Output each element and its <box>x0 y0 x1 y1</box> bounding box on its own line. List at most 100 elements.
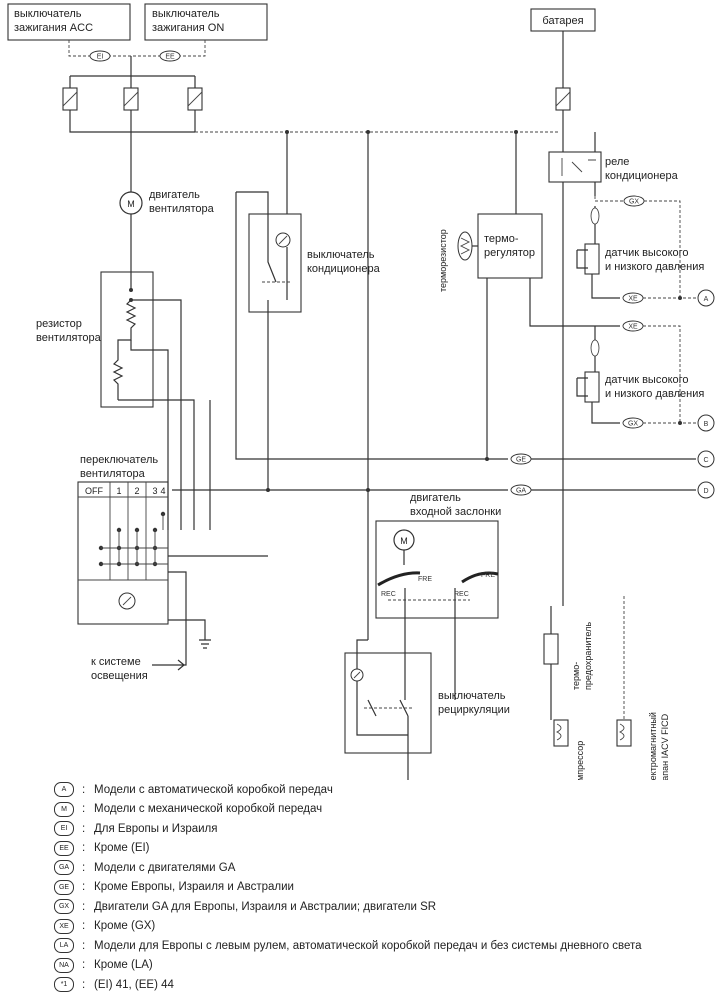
tag-ga: GA <box>516 488 526 495</box>
svg-text:M: M <box>127 199 135 209</box>
legend-symbol-text: EE <box>54 840 74 856</box>
wiring-diagram: выключатель зажигания ACC выключатель за… <box>7 3 715 780</box>
connector-b-text: B <box>704 421 709 428</box>
ac-switch-label-1: выключатель <box>307 249 375 261</box>
legend-row: GA:Модели с двигателями GA <box>46 858 706 878</box>
legend-separator: : <box>82 881 86 894</box>
intake-motor-box <box>375 520 499 619</box>
legend-text: Модели с двигателями GA <box>94 861 236 874</box>
connector-a-text: A <box>704 296 709 303</box>
fan-switch-label-2: вентилятора <box>80 468 146 480</box>
legend-row: LA: Модели для Европы с левым рулем, авто… <box>46 936 706 956</box>
legend-symbol-text: LA <box>54 938 74 954</box>
thermo-fuse-label-1: термо- <box>571 662 581 690</box>
thermo-fuse-icon <box>543 633 559 665</box>
iacv-label-2: клапан IACV FICD <box>660 713 670 780</box>
legend-symbol-text: M <box>54 801 74 817</box>
legend-symbol: EI <box>46 821 82 837</box>
thermostat-label-1: термо- <box>484 233 519 245</box>
intake-motor-label-2: входной заслонки <box>410 506 501 518</box>
legend-separator: : <box>82 900 86 913</box>
legend-row: M: Модели с механической коробкой передач <box>46 800 706 820</box>
to-lighting-label-2: освещения <box>91 670 148 682</box>
legend-separator: : <box>82 842 86 855</box>
fan-pos-2: 2 <box>134 486 139 496</box>
fan-switch-label-1: переключатель <box>80 454 158 466</box>
pressure-sensor-2-label-1: датчик высокого <box>605 374 689 386</box>
ignition-on-label-1: выключатель <box>152 8 220 20</box>
legend-text: Кроме (EI) <box>94 842 150 855</box>
fre-label-2: FRE <box>481 572 495 579</box>
legend-symbol: A <box>46 782 82 798</box>
fan-pos-off: OFF <box>85 486 103 496</box>
legend-text: Кроме (LA) <box>94 959 153 972</box>
iacv-valve-icon <box>616 719 632 747</box>
rec-label-1: REC <box>381 591 396 598</box>
fan-pos-3: 3 <box>152 486 157 496</box>
connector-b <box>697 414 715 432</box>
legend-symbol: LA <box>46 938 82 954</box>
intake-motor-label-1: двигатель <box>410 492 461 504</box>
legend-symbol-text: NA <box>54 957 74 973</box>
legend-separator: : <box>82 803 86 816</box>
legend-symbol-text: A <box>54 782 74 798</box>
thermistor-label: терморезистор <box>438 229 448 292</box>
legend-symbol-text: GA <box>54 860 74 876</box>
fuse-icon <box>62 87 203 111</box>
legend-row: GE:Кроме Европы, Израиля и Австралии <box>46 878 706 898</box>
legend-symbol-text: GX <box>54 899 74 915</box>
legend-row: GX: Двигатели GA для Европы, Израиля и Ав… <box>46 897 706 917</box>
fan-pos-1: 1 <box>116 486 121 496</box>
connector-a <box>697 289 715 307</box>
legend-row: NA: Кроме (LA) <box>46 956 706 976</box>
tag-xe-1: XE <box>628 296 638 303</box>
tag-ei-text: EI <box>97 54 104 61</box>
recirc-switch-box <box>344 652 432 754</box>
tag-xe-2: XE <box>628 324 638 331</box>
tag-ee <box>159 50 181 62</box>
blower-resistor-label-1: резистор <box>36 318 82 330</box>
pressure-sensor-1-label-2: и низкого давления <box>605 261 704 273</box>
ignition-acc-label-1: выключатель <box>14 8 82 20</box>
legend-symbol-text: XE <box>54 918 74 934</box>
legend-text: Для Европы и Израиля <box>94 822 218 835</box>
thermostat-label-2: регулятор <box>484 247 535 259</box>
blower-motor-label-2: вентилятора <box>149 203 215 215</box>
legend-text: Кроме (GX) <box>94 920 156 933</box>
legend-text: Модели с механической коробкой передач <box>94 803 323 816</box>
legend-text: Модели для Европы с левым рулем, автомат… <box>94 939 642 952</box>
legend-text: Двигатели GA для Европы, Израиля и Австр… <box>94 900 437 913</box>
ignition-acc-label-2: зажигания ACC <box>14 22 93 34</box>
legend-separator: : <box>82 939 86 952</box>
fre-label-1: FRE <box>418 576 432 583</box>
svg-text:M: M <box>400 536 408 546</box>
recirc-switch-label-1: выключатель <box>438 690 506 702</box>
blower-resistor-box <box>100 271 154 408</box>
legend-separator: : <box>82 978 86 991</box>
blower-motor-label-1: двигатель <box>149 189 200 201</box>
connector-c <box>697 450 715 468</box>
fan-pos-4: 4 <box>160 486 165 496</box>
to-lighting-label-1: к системе <box>91 656 141 668</box>
pressure-sensor-2-icon <box>584 371 600 403</box>
legend-symbol-text: GE <box>54 879 74 895</box>
connector-c-text: C <box>703 457 708 464</box>
legend-symbol: GE <box>46 879 82 895</box>
tag-gx-2: GX <box>628 421 638 428</box>
pressure-sensor-2-label-2: и низкого давления <box>605 388 704 400</box>
battery-label: батарея <box>542 15 583 27</box>
legend-text: Модели с автоматической коробкой передач <box>94 783 333 796</box>
legend-symbol: NA <box>46 957 82 973</box>
ground-icon <box>199 639 211 649</box>
ignition-on-label-2: зажигания ON <box>152 22 224 34</box>
fan-switch-contacts <box>98 511 166 567</box>
tag-ei <box>89 50 111 62</box>
pressure-sensor-1-label-1: датчик высокого <box>605 247 689 259</box>
legend-separator: : <box>82 959 86 972</box>
ac-switch-label-2: кондиционера <box>307 263 381 275</box>
legend-symbol: GA <box>46 860 82 876</box>
thermo-fuse-label-2: предохранитель <box>583 622 593 690</box>
legend-row: EI:Для Европы и Израиля <box>46 819 706 839</box>
legend-symbol: GX <box>46 899 82 915</box>
legend-symbol: M <box>46 801 82 817</box>
